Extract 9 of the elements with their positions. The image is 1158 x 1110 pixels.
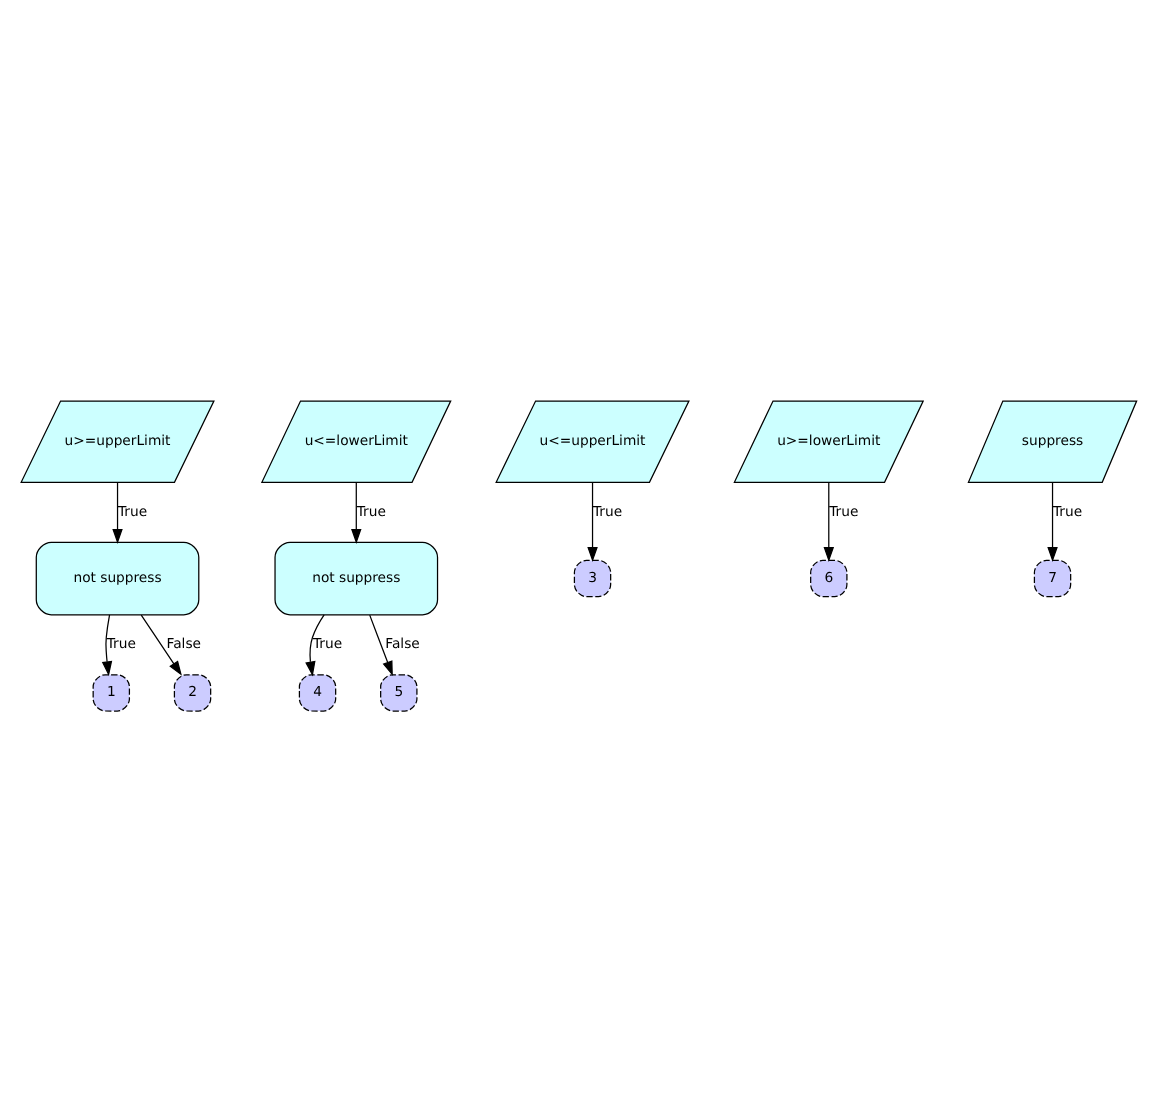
arrow	[101, 613, 113, 676]
arrow	[369, 613, 393, 676]
arrow	[1047, 480, 1058, 562]
arrow	[587, 480, 598, 562]
arrow	[351, 480, 362, 543]
arrow	[305, 613, 325, 676]
arrow	[823, 480, 835, 562]
arrow	[112, 480, 123, 543]
arrow	[140, 613, 182, 675]
